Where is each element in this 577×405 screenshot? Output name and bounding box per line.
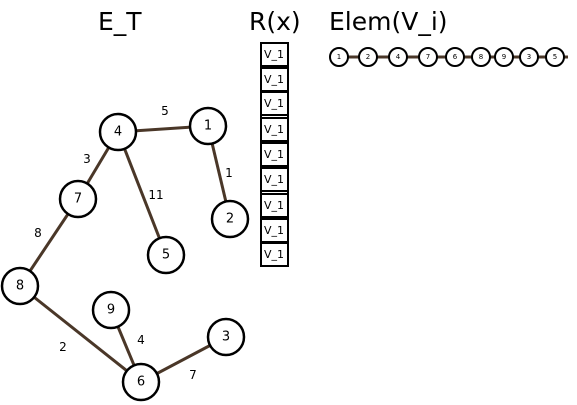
rx-cell-label: V_1 (264, 97, 284, 110)
graph-node: 9 (91, 290, 131, 330)
node-circle (210, 199, 250, 239)
chain-node-label: 8 (479, 53, 483, 61)
edge-weight-label: 3 (83, 152, 91, 166)
chain-node-circle (388, 47, 408, 67)
node-label: 4 (114, 125, 122, 140)
graph-edges (18, 124, 232, 384)
chain-node-circle (494, 47, 514, 67)
node-label: 1 (204, 119, 212, 134)
rx-cell-label: V_1 (264, 48, 284, 61)
rx-cell-label: V_1 (264, 148, 284, 161)
edge-weight-label: 5 (161, 104, 169, 118)
et-title: E_T (98, 7, 142, 36)
chain-node-circle (445, 47, 465, 67)
graph-node: 6 (121, 362, 161, 402)
graph-edge-labels: 5 1 3 11 8 2 4 7 (34, 104, 233, 382)
rx-cell (260, 42, 289, 67)
node-circle (121, 362, 161, 402)
chain-node-label: 9 (502, 53, 506, 61)
graph-node: 4 (98, 112, 138, 152)
graph-node: 8 (0, 266, 40, 306)
chain-node-label: 7 (426, 53, 430, 61)
graph-node: 3 (206, 317, 246, 357)
node-label: 6 (137, 375, 145, 390)
rx-cell (260, 91, 289, 116)
edge-weight-label: 1 (225, 166, 233, 180)
rx-cell (260, 142, 289, 167)
node-label: 8 (16, 279, 24, 294)
chain-node-label: 4 (396, 53, 401, 61)
rx-cell-label: V_1 (264, 73, 284, 86)
node-circle (58, 179, 98, 219)
node-label: 3 (222, 330, 230, 345)
node-label: 2 (226, 212, 234, 227)
node-circle (206, 317, 246, 357)
rx-cell (260, 117, 289, 142)
chain-node-circle (545, 47, 565, 67)
chain-node-circle (329, 47, 349, 67)
rx-cell-label: V_1 (264, 123, 284, 136)
node-circle (98, 112, 138, 152)
node-circle (0, 266, 40, 306)
edge-weight-label: 7 (189, 368, 197, 382)
elem-title: Elem(V_i) (329, 7, 448, 36)
node-label: 7 (74, 192, 82, 207)
chain-node-label: 6 (453, 53, 458, 61)
chain-node-circle (418, 47, 438, 67)
edge-weight-label: 11 (148, 188, 163, 202)
rx-cell-label: V_1 (264, 224, 284, 237)
graph-node: 2 (210, 199, 250, 239)
chain-node-label: 2 (366, 53, 370, 61)
edge-4-5 (116, 131, 168, 256)
rx-cell (260, 193, 289, 218)
node-circle (146, 235, 186, 275)
rx-column: V_1V_1V_1V_1V_1V_1V_1V_1V_1 (260, 42, 289, 267)
chain-node-circle (471, 47, 491, 67)
graph-node: 7 (58, 179, 98, 219)
node-circle (91, 290, 131, 330)
rx-cell (260, 242, 289, 267)
edge-weight-label: 2 (59, 340, 67, 354)
edge-weight-label: 8 (34, 226, 42, 240)
graph-node: 1 (188, 106, 228, 146)
edge-8-6 (19, 284, 142, 384)
edge-weight-label: 4 (137, 333, 145, 347)
rx-cell (260, 167, 289, 192)
graph-node: 5 (146, 235, 186, 275)
rx-cell-label: V_1 (264, 173, 284, 186)
node-label: 9 (107, 303, 115, 318)
node-label: 5 (162, 248, 170, 263)
chain-node-circle (358, 47, 378, 67)
elem-chain: 1 2 4 7 6 8 9 3 5 (329, 47, 568, 67)
chain-node-circle (519, 47, 539, 67)
rx-title: R(x) (249, 7, 301, 36)
rx-cell-label: V_1 (264, 248, 284, 261)
chain-node-label: 3 (527, 53, 531, 61)
chain-node-label: 5 (553, 53, 557, 61)
chain-node-label: 1 (337, 53, 341, 61)
rx-cell-label: V_1 (264, 199, 284, 212)
graph-nodes: 4 1 7 2 5 8 9 3 6 (0, 106, 250, 402)
node-circle (188, 106, 228, 146)
